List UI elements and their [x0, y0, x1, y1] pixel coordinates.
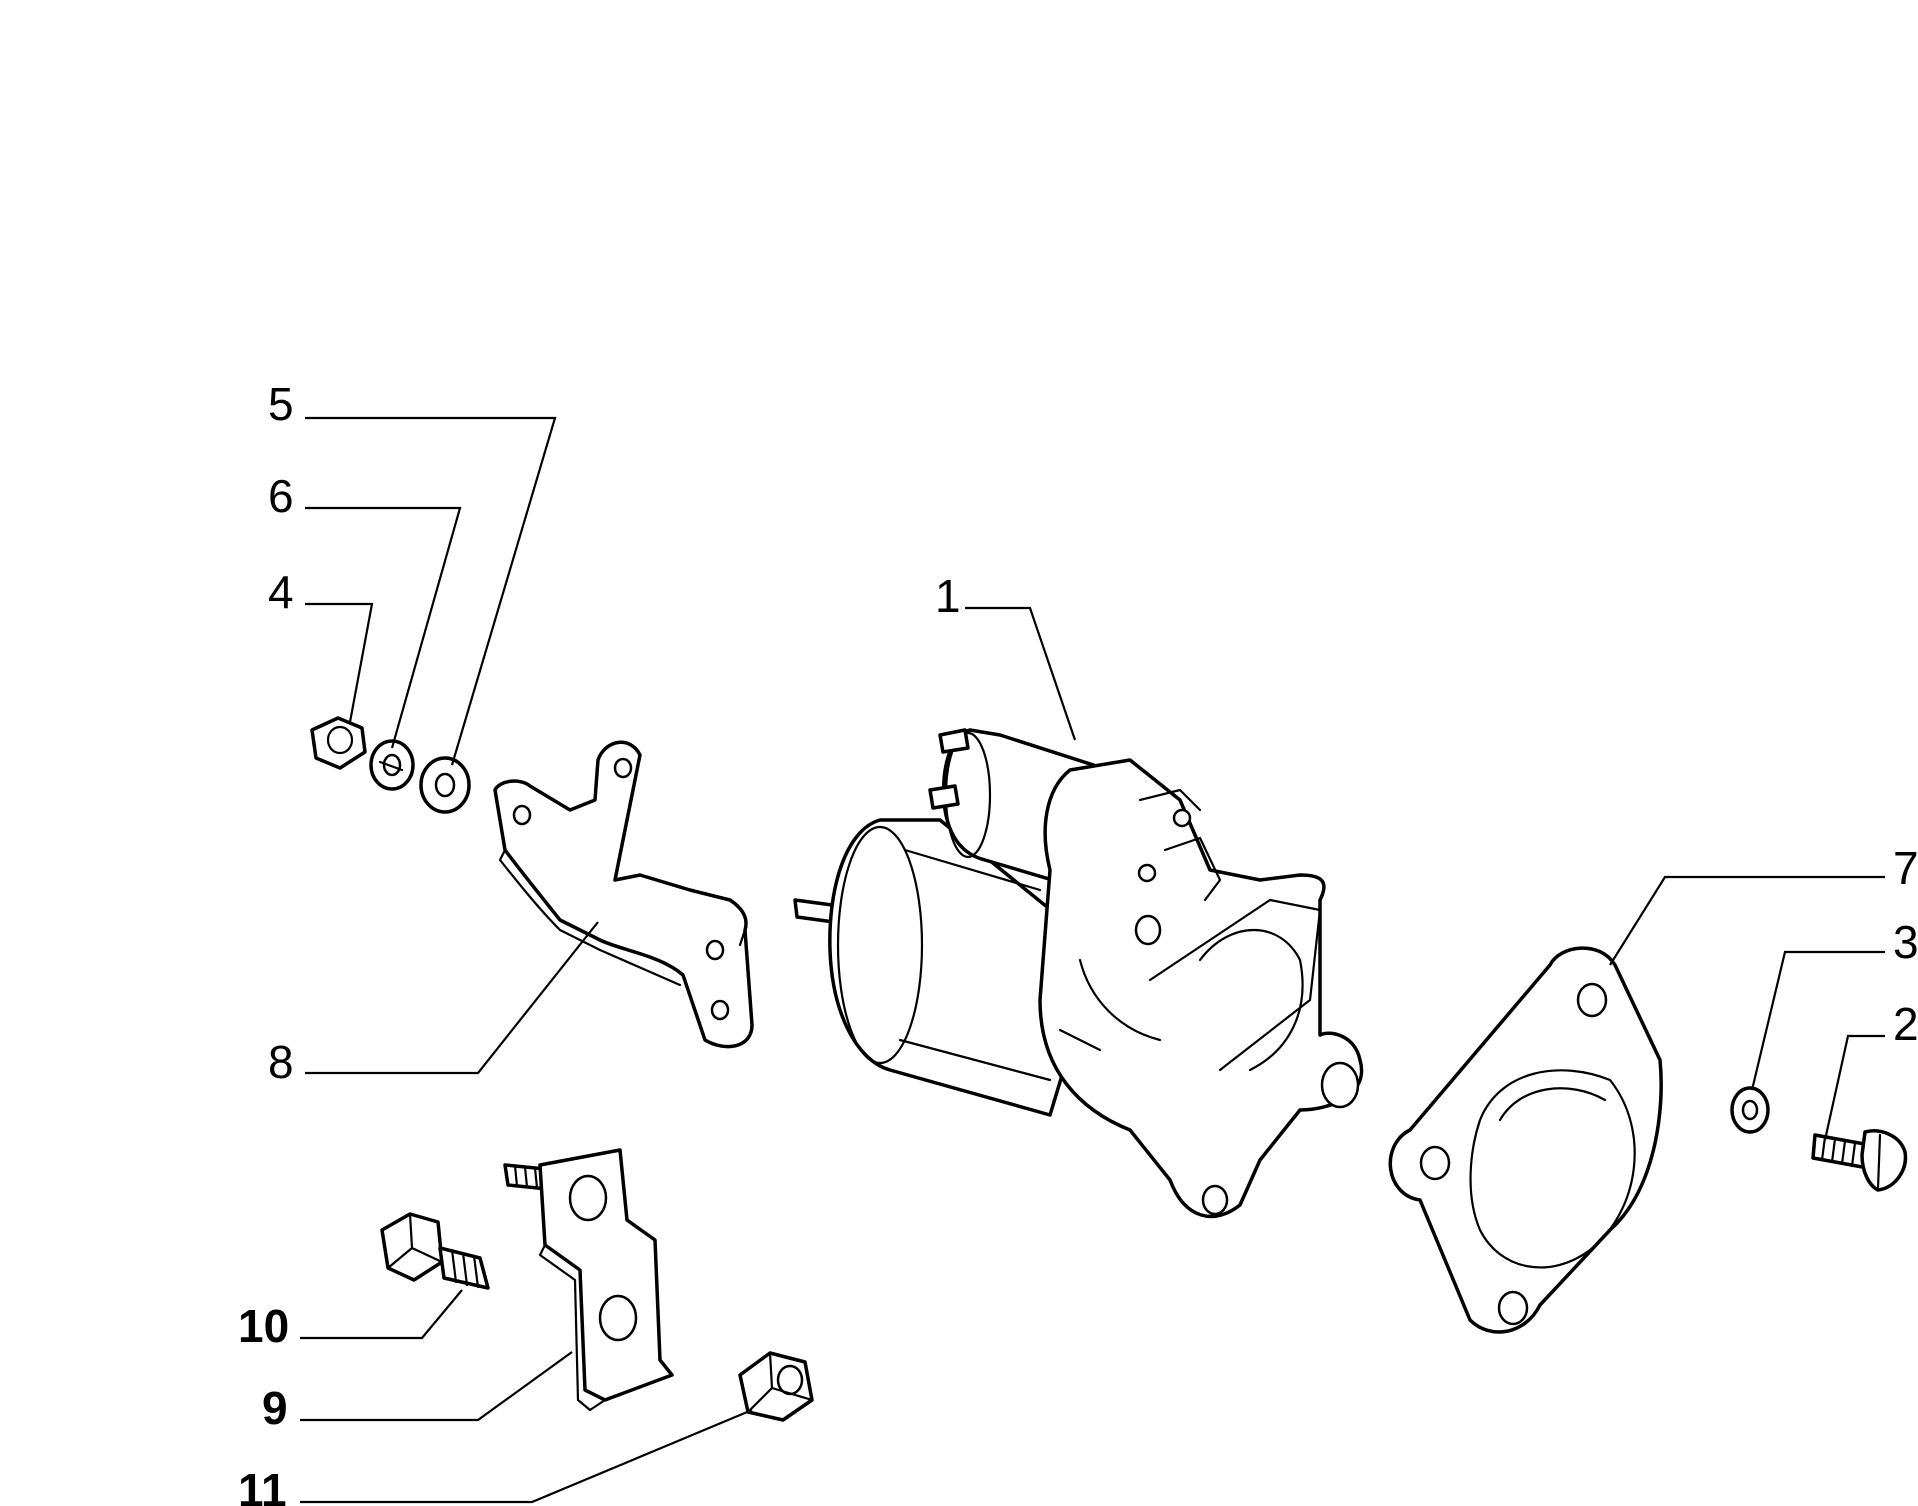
callout-6-label: 6 [268, 470, 294, 522]
callout-5-label: 5 [268, 378, 294, 430]
nut-part-11[interactable] [738, 1351, 814, 1422]
mounting-flange-part[interactable] [1388, 946, 1663, 1334]
callout-2: 2 [1823, 998, 1918, 1141]
callout-4-label: 4 [268, 566, 294, 618]
bolt-part-10[interactable] [380, 1212, 490, 1290]
flat-washer-part-5[interactable] [419, 756, 471, 814]
callout-6: 6 [268, 470, 462, 749]
bolt-part-2[interactable] [1811, 1129, 1908, 1192]
callout-4: 4 [268, 566, 374, 723]
callout-8-label: 8 [268, 1036, 294, 1088]
l-bracket-part-9[interactable] [503, 1148, 674, 1412]
washer-part-3[interactable] [1730, 1086, 1770, 1134]
callout-11: 11 [238, 1408, 753, 1506]
callout-3: 3 [1750, 916, 1918, 1091]
callout-9-label: 9 [262, 1382, 288, 1434]
callout-2-label: 2 [1893, 998, 1918, 1050]
callout-10-label: 10 [238, 1300, 289, 1352]
callout-7-label: 7 [1893, 842, 1918, 894]
callout-10: 10 [238, 1289, 463, 1352]
starter-motor-part[interactable] [793, 728, 1364, 1219]
callout-1-label: 1 [935, 570, 961, 622]
callout-1: 1 [935, 570, 1077, 741]
callout-5: 5 [268, 378, 557, 766]
callout-11-label: 11 [238, 1464, 287, 1506]
callout-3-label: 3 [1893, 916, 1918, 968]
callout-7: 7 [1609, 842, 1918, 966]
callout-8: 8 [268, 921, 599, 1088]
spring-washer-part-6[interactable] [369, 739, 415, 791]
bracket-part-8[interactable] [493, 740, 754, 1049]
callout-9: 9 [262, 1351, 573, 1434]
hex-nut-part-4[interactable] [310, 716, 367, 770]
